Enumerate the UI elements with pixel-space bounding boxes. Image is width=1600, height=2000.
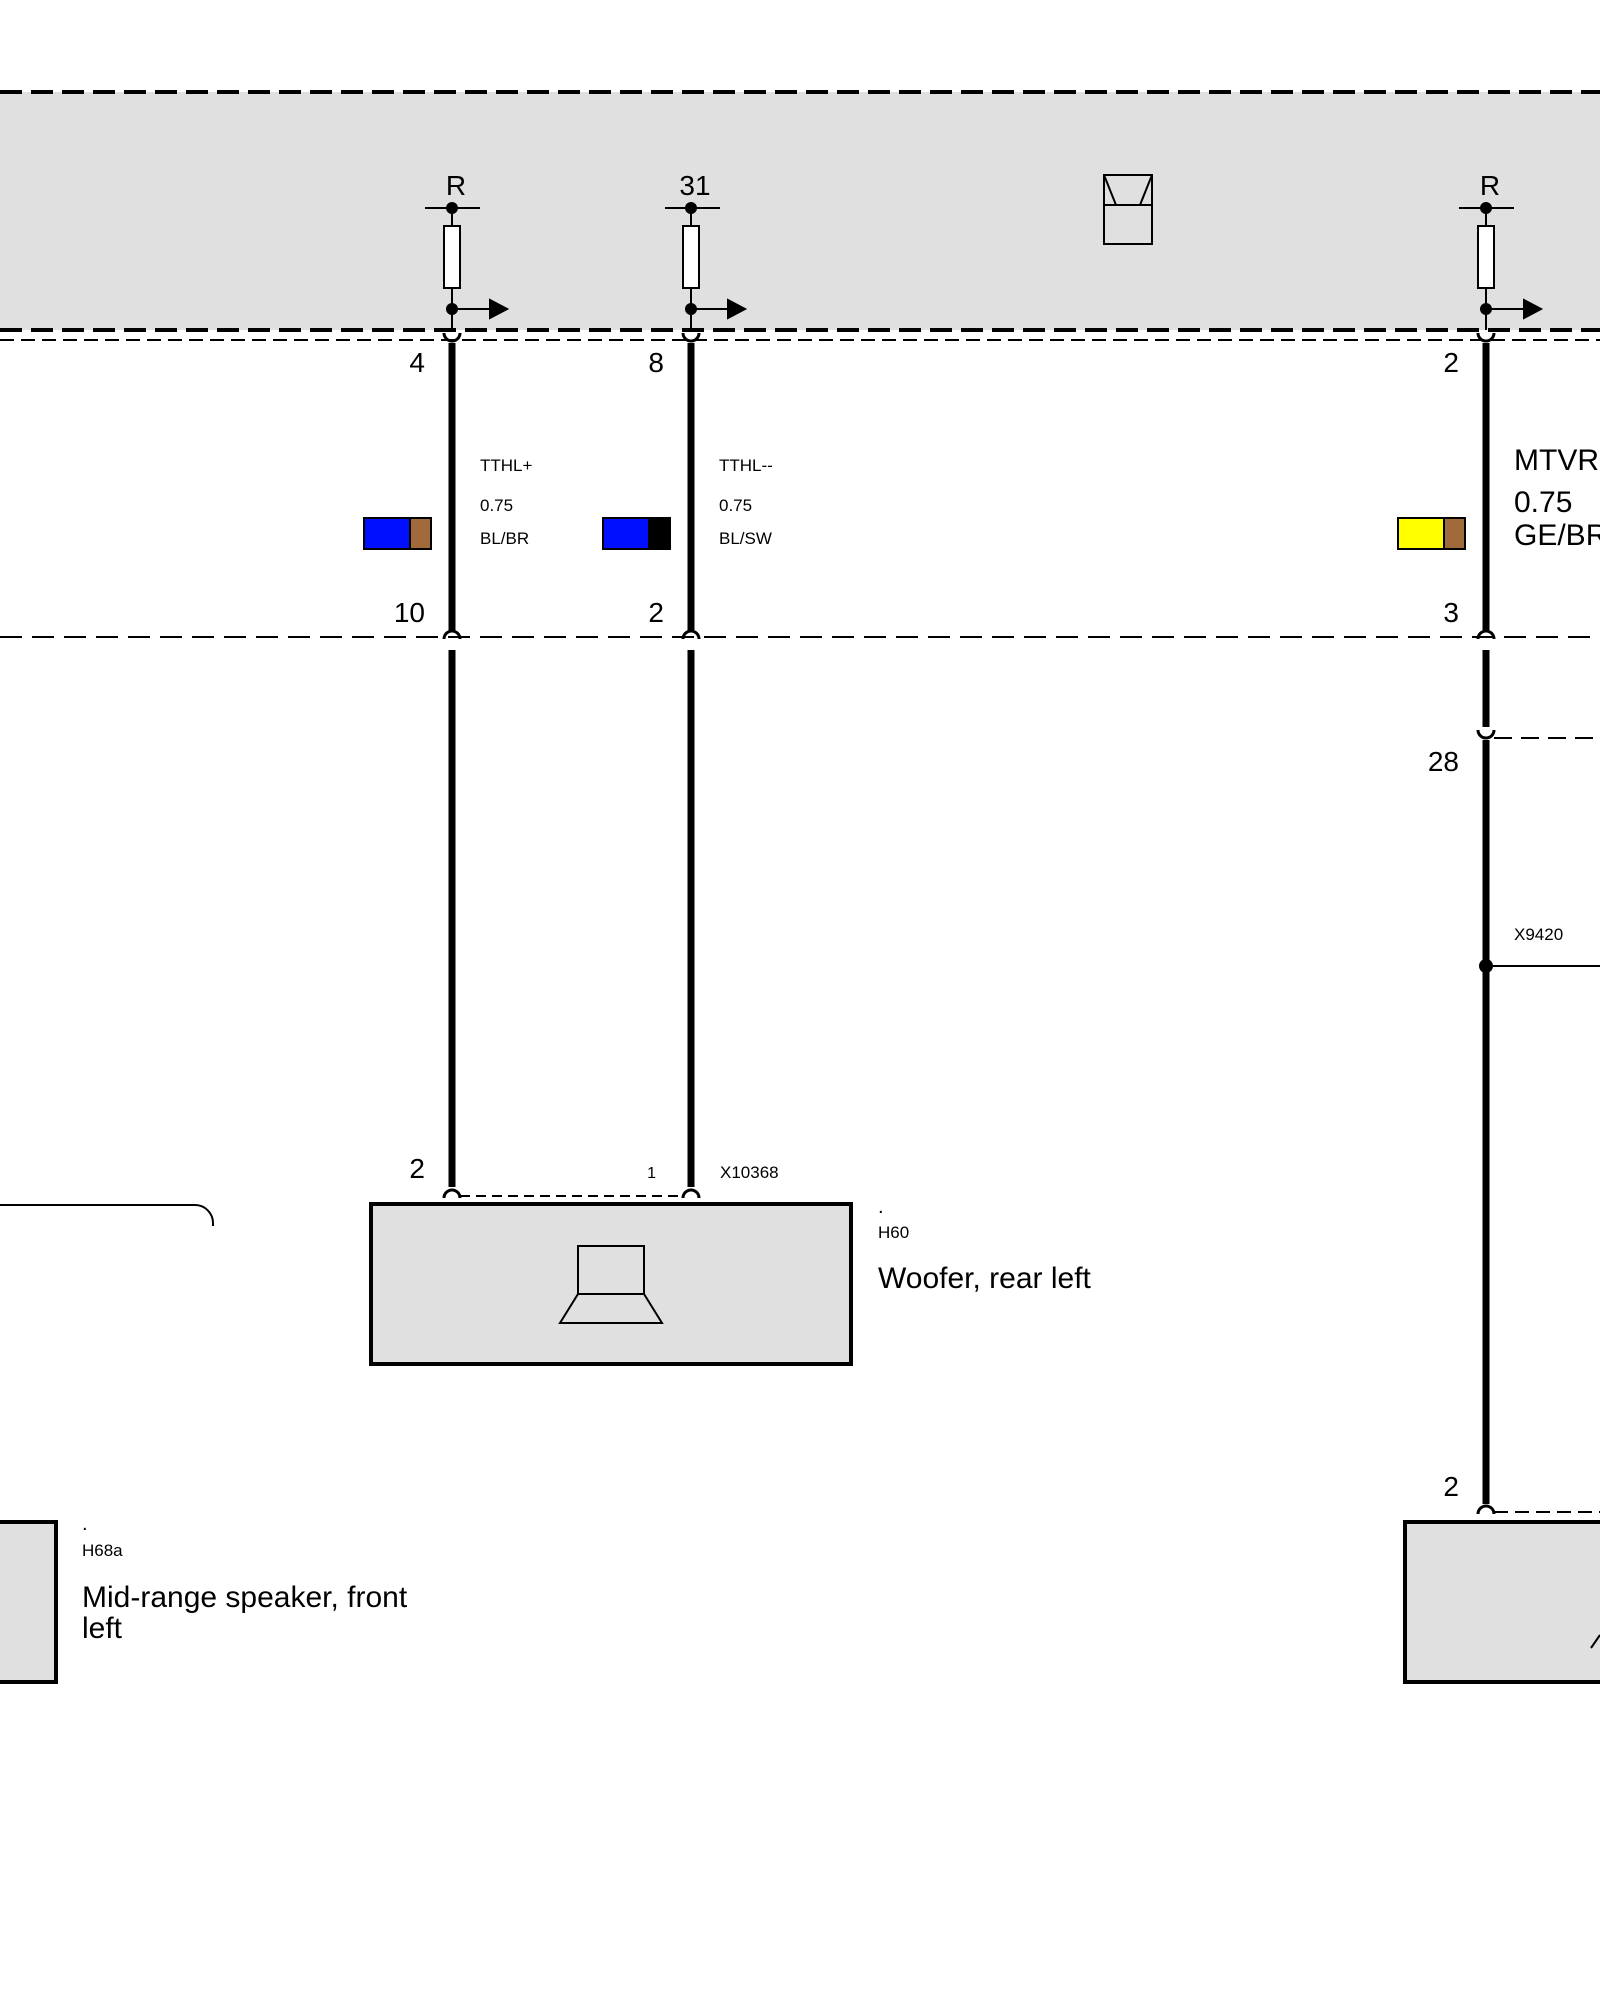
- resistor-symbol-middle: [665, 202, 748, 330]
- woofer-component: [369, 1195, 853, 1366]
- wire-color-code: BL/BR: [480, 529, 529, 548]
- component-name: Mid-range speaker, front: [82, 1581, 408, 1614]
- wire-gauge: 0.75: [719, 496, 752, 515]
- woofer-box: [369, 1202, 853, 1366]
- terminal-label-r-right: R: [1480, 170, 1500, 201]
- right-component-box: [1403, 1520, 1600, 1684]
- pin-label: 28: [1428, 746, 1459, 777]
- pin-label: 2: [1443, 1471, 1459, 1502]
- right-component-icon-edge: [1590, 1634, 1600, 1649]
- midrange-box: [0, 1520, 58, 1684]
- wire-color-code: GE/BR: [1514, 519, 1600, 552]
- top-module: [0, 90, 1600, 332]
- wire-color-swatch: [602, 517, 671, 550]
- component-code: H68a: [82, 1541, 123, 1560]
- pin-label: 10: [394, 597, 425, 628]
- resistor-symbol-right: [1459, 202, 1544, 330]
- connector-housing-icon: [1103, 174, 1153, 245]
- component-dot: .: [878, 1196, 884, 1218]
- splice-label: X9420: [1514, 925, 1563, 944]
- wire-color-swatch: [1397, 517, 1466, 550]
- component-name: left: [82, 1612, 123, 1645]
- terminal-label-r-left: R: [446, 170, 466, 201]
- wire-gauge: 0.75: [1514, 486, 1572, 519]
- pin-label: 4: [409, 347, 425, 378]
- pin-label: 1: [647, 1165, 656, 1182]
- pin-label: 2: [648, 597, 664, 628]
- pin-label: 3: [1443, 597, 1459, 628]
- pin-label: 2: [409, 1153, 425, 1184]
- resistor-symbol-left: [425, 202, 510, 330]
- signal-name: TTHL+: [480, 456, 533, 475]
- speaker-icon: [558, 1245, 664, 1324]
- wire-mtvr: [1476, 332, 1600, 1515]
- connector-label: X10368: [720, 1163, 779, 1182]
- pin-label: 2: [1443, 347, 1459, 378]
- wire-tthl-plus: [442, 332, 462, 1199]
- component-name: Woofer, rear left: [878, 1262, 1092, 1295]
- wire-color-code: BL/SW: [719, 529, 772, 548]
- wire-tthl-minus: [681, 332, 701, 1199]
- splice-x9420: [1479, 959, 1600, 973]
- pin-label: 8: [648, 347, 664, 378]
- wire-gauge: 0.75: [480, 496, 513, 515]
- component-code: H60: [878, 1223, 909, 1242]
- wire-color-swatch: [363, 517, 432, 550]
- component-dot: .: [82, 1513, 88, 1535]
- terminal-label-31: 31: [679, 170, 710, 201]
- top-module-body: [0, 92, 1600, 330]
- signal-name: TTHL--: [719, 456, 773, 475]
- midrange-harness-branch: [0, 1204, 214, 1226]
- signal-name: MTVR: [1514, 444, 1599, 477]
